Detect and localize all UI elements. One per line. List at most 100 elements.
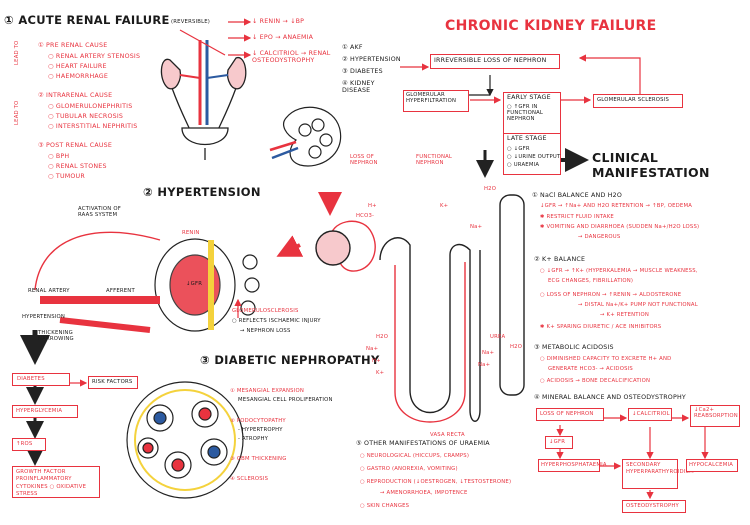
list-item: → NEPHRON LOSS (240, 328, 291, 334)
list-item: ○ ↓GFR (507, 146, 530, 152)
afferent-label: AFFERENT (106, 288, 135, 294)
list-item: ○ TUMOUR (48, 173, 85, 180)
ion-label: H2O (376, 334, 389, 340)
ros-label: ↑ROS (16, 441, 33, 447)
list-item: ○ REFLECTS ISCHAEMIC INJURY (232, 318, 321, 324)
node-box: ↓GFR (545, 436, 573, 449)
list-item: ✱ VOMITING AND DIARRHOEA (SUDDEN Na+/H2O… (540, 224, 700, 230)
vasa-recta-label: VASA RECTA (430, 432, 465, 438)
list-item: ○ RENAL ARTERY STENOSIS (48, 53, 141, 60)
list-item: ○ NEUROLOGICAL (HICCUPS, CRAMPS) (360, 453, 470, 459)
list-item: ② PODOCYTOPATHY (230, 418, 286, 424)
list-item: ○ DIMINISHED CAPACITY TO EXCRETE H+ AND (540, 356, 672, 362)
section-title: ① NaCl BALANCE AND H2O (532, 192, 623, 199)
early-stage-box: EARLY STAGE ○ ↑GFR IN FUNCTIONAL NEPHRON (503, 92, 561, 134)
node-label: LOSS OF NEPHRON (540, 411, 594, 417)
ion-label: H+ (372, 358, 381, 364)
hyperfiltration-box: GLOMERULAR HYPERFILTRATION (403, 90, 469, 112)
hypertension-heading: ② HYPERTENSION (143, 185, 261, 199)
ion-label: K+ (440, 203, 449, 209)
list-item: ○ REPRODUCTION (↓OESTROGEN, ↓TESTOSTERON… (360, 479, 512, 485)
node-label: HYPERPHOSPHATAEMIA (541, 462, 607, 468)
list-item: ○ INTERSTITIAL NEPHRITIS (48, 123, 138, 130)
late-stage-title: LATE STAGE (507, 135, 547, 142)
section-title: ② K+ BALANCE (534, 256, 586, 263)
early-stage-title: EARLY STAGE (507, 94, 551, 101)
list-item: - ATROPHY (238, 436, 269, 442)
list-item: ○ LOSS OF NEPHRON → ↑RENIN → ALDOSTERONE (540, 292, 682, 298)
node-box: LOSS OF NEPHRON (536, 408, 604, 421)
thickening-label: THICKENING NARROWING (38, 330, 74, 343)
loss-of-nephron-label: LOSS OF NEPHRON (350, 154, 378, 167)
list-item: ○ URAEMIA (507, 162, 540, 168)
nephron-loop-figure (315, 194, 525, 423)
section-title: ⑤ OTHER MANIFESTATIONS OF URAEMIA (356, 440, 490, 447)
ion-label: H2O (484, 186, 497, 192)
list-item: ○ ACIDOSIS → BONE DECALCIFICATION (540, 378, 651, 384)
node-box: ↓Ca2+ REABSORPTION (690, 405, 740, 427)
list-item: MESANGIAL CELL PROLIFERATION (238, 397, 333, 403)
hyperfiltration-label: GLOMERULAR HYPERFILTRATION (406, 92, 457, 105)
ion-label: H+ (368, 203, 377, 209)
list-item: ○ ↑GFR IN FUNCTIONAL NEPHRON (507, 104, 544, 123)
node-label: ↓Ca2+ REABSORPTION (694, 407, 738, 420)
list-item: ○ ↓URINE OUTPUT (507, 154, 561, 160)
cause-kidney-disease: ④ KIDNEY DISEASE (342, 80, 375, 95)
diabetes-box: DIABETES (12, 373, 70, 386)
page-title: CHRONIC KIDNEY FAILURE (445, 18, 657, 34)
glomerulosclerosis-title: GLOMERULOSCLEROSIS (232, 308, 299, 314)
irreversible-label: IRREVERSIBLE LOSS OF NEPHRON (434, 57, 547, 64)
list-item: → DANGEROUS (578, 234, 621, 240)
prerenal-title: ① PRE RENAL CAUSE (38, 42, 108, 49)
node-box: SECONDARY HYPERPARATHYROIDISM (622, 459, 694, 489)
list-item: ○ GASTRO (ANOREXIA, VOMITING) (360, 466, 458, 472)
diabetic-heading: ③ DIABETIC NEPHROPATHY (200, 353, 380, 367)
list-item: ↓GFR → ↑Na+ AND H2O RETENTION → ↑BP, OED… (540, 203, 693, 209)
effect-calcitriol: ↓ CALCITRIOL → RENAL OSTEODYSTROPHY (252, 50, 331, 65)
list-item: ○ HAEMORRHAGE (48, 73, 109, 80)
intrarenal-title: ② INTRARENAL CAUSE (38, 92, 113, 99)
kidney-section-figure (269, 106, 342, 167)
effect-epo: ↓ EPO → ANAEMIA (252, 34, 314, 41)
functional-nephron-label: FUNCTIONAL NEPHRON (416, 154, 453, 167)
cause-akf: ① AKF (342, 44, 363, 51)
growth-factor-label: GROWTH FACTOR PROINFLAMMATORY CYTOKINES … (16, 469, 87, 498)
glomerulus-figure (34, 231, 260, 333)
list-item: ECG CHANGES, FIBRILLATION) (548, 278, 634, 284)
list-item: - HYPERTROPHY (238, 427, 283, 433)
node-box: ↓CALCITRIOL (628, 408, 672, 421)
postrenal-title: ③ POST RENAL CAUSE (38, 142, 113, 149)
acute-heading: ① ACUTE RENAL FAILURE (4, 13, 170, 27)
node-label: ↓CALCITRIOL (632, 411, 670, 417)
renin-label: RENIN (182, 230, 200, 236)
list-item: ✱ K+ SPARING DIURETIC / ACE INHIBITORS (540, 324, 662, 330)
node-label: SECONDARY HYPERPARATHYROIDISM (626, 462, 694, 475)
section-title: ④ MINERAL BALANCE AND OSTEODYSTROPHY (534, 394, 686, 401)
list-item: ○ HEART FAILURE (48, 63, 107, 70)
diabetes-label: DIABETES (17, 376, 45, 382)
growth-factor-box: GROWTH FACTOR PROINFLAMMATORY CYTOKINES … (12, 466, 100, 498)
list-item: ○ SKIN CHANGES (360, 503, 410, 509)
list-item: ④ SCLEROSIS (230, 476, 269, 482)
ion-label: K+ (376, 370, 385, 376)
node-label: HYPOCALCEMIA (689, 462, 734, 468)
list-item: ○ GLOMERULONEPHRITIS (48, 103, 133, 110)
effect-renin: ↓ RENIN → ↓BP (252, 18, 305, 25)
ion-label: Na+ (478, 362, 491, 368)
section-title: ③ METABOLIC ACIDOSIS (534, 344, 614, 351)
gfr-label: ↓GFR (186, 281, 203, 287)
node-box: HYPOCALCEMIA (686, 459, 738, 472)
list-item: ✱ RESTRICT FLUID INTAKE (540, 214, 614, 220)
hyperglycemia-box: HYPERGLYCEMIA (12, 405, 78, 418)
ion-label: Na+ (366, 346, 379, 352)
list-item: ○ BPH (48, 153, 70, 160)
cause-hypertension: ② HYPERTENSION (342, 56, 401, 63)
node-box: OSTEODYSTROPHY (622, 500, 686, 513)
diabetic-glomerulus-figure (126, 381, 244, 499)
node-label: OSTEODYSTROPHY (626, 503, 679, 509)
cause-diabetes: ③ DIABETES (342, 68, 383, 75)
lead-to-label-2: LEAD TO (14, 100, 20, 126)
sclerosis-box: GLOMERULAR SCLEROSIS (593, 94, 683, 108)
